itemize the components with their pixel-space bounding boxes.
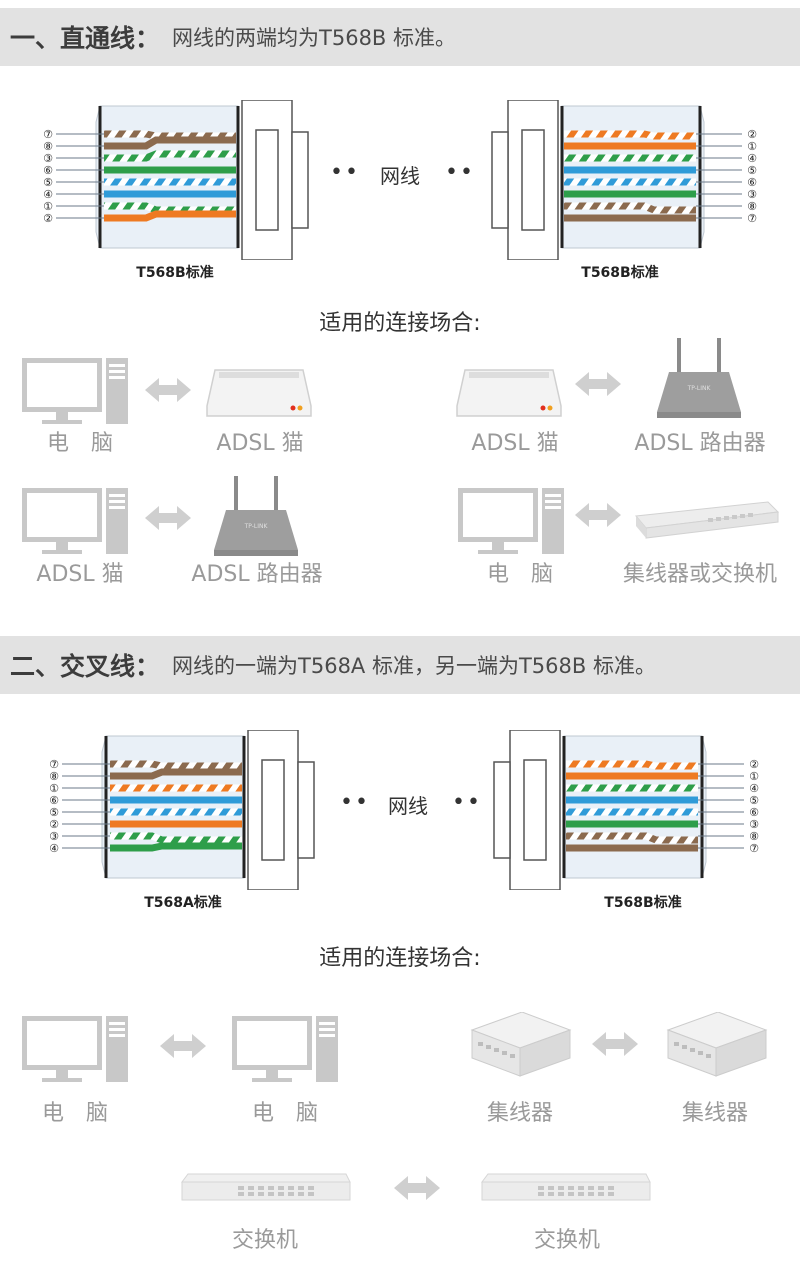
section2-cable-label: 网线 xyxy=(388,794,428,818)
connector-body xyxy=(493,730,707,890)
section1-left-connector: ⑦ ⑧ ③ ⑥ ⑤ ④ ① ② xyxy=(43,100,309,260)
hub-icon xyxy=(471,1012,571,1077)
device-label: ADSL 路由器 xyxy=(191,562,323,587)
switch-icon xyxy=(481,1173,651,1201)
pin-label: ② xyxy=(49,818,59,831)
computer-icon xyxy=(22,358,128,424)
double-arrow-icon xyxy=(394,1176,440,1200)
pin-label: ⑧ xyxy=(49,770,59,783)
device-label: 电 脑 xyxy=(46,431,113,456)
pin-label: ③ xyxy=(747,188,757,201)
section2-left-connector: ⑦ ⑧ ① ⑥ ⑤ ② ③ ④ xyxy=(49,730,315,890)
pin-label: ① xyxy=(43,200,53,213)
device-label: 电 脑 xyxy=(486,562,553,587)
pin-label: ② xyxy=(747,128,757,141)
section1-right-connector-label: T568B标准 xyxy=(581,265,659,281)
section1-description: 网线的两端均为T568B 标准。 xyxy=(172,26,457,50)
section2-header: 二、交叉线： 网线的一端为T568A 标准，另一端为T568B 标准。 xyxy=(0,636,800,694)
section2-left-connector-label: T568A标准 xyxy=(144,895,222,911)
section1-usage-title: 适用的连接场合: xyxy=(319,311,481,336)
pin-label: ⑦ xyxy=(49,758,59,771)
computer-icon xyxy=(232,1016,338,1082)
pin-label: ⑧ xyxy=(747,200,757,213)
switch-icon xyxy=(635,501,779,539)
section1-left-connector-label: T568B标准 xyxy=(136,265,214,281)
pin-label: ③ xyxy=(43,152,53,165)
wires xyxy=(566,760,698,852)
pin-label: ② xyxy=(749,758,759,771)
section1-right-connector: ② ① ④ ⑤ ⑥ ③ ⑧ ⑦ xyxy=(491,100,757,260)
wires xyxy=(104,130,236,222)
adsl-router-icon xyxy=(657,338,741,418)
dots-icon: •• xyxy=(445,160,475,185)
pin-label: ⑥ xyxy=(749,806,759,819)
section2-description: 网线的一端为T568A 标准，另一端为T568B 标准。 xyxy=(172,654,656,678)
device-label: 集线器 xyxy=(486,1101,553,1126)
device-label: ADSL 猫 xyxy=(36,562,124,587)
device-label: 交换机 xyxy=(231,1228,298,1253)
pin-lines xyxy=(696,133,742,219)
double-arrow-icon xyxy=(145,506,191,530)
pin-label: ① xyxy=(49,782,59,795)
section1-header: 一、直通线： 网线的两端均为T568B 标准。 xyxy=(0,8,800,66)
dots-icon: •• xyxy=(452,790,482,815)
pin-label: ③ xyxy=(49,830,59,843)
pin-label: ⑥ xyxy=(747,176,757,189)
section1-number: 一、直通线： xyxy=(10,24,161,53)
section2-right-connector: ② ① ④ ⑤ ⑥ ③ ⑧ ⑦ xyxy=(493,730,759,890)
pin-label: ② xyxy=(43,212,53,225)
pin-label: ③ xyxy=(749,818,759,831)
pin-label: ⑥ xyxy=(43,164,53,177)
double-arrow-icon xyxy=(592,1032,638,1056)
pin-lines xyxy=(62,763,110,849)
pin-label: ⑥ xyxy=(49,794,59,807)
device-label: 集线器或交换机 xyxy=(622,562,777,587)
pin-label: ⑦ xyxy=(747,212,757,225)
device-label: ADSL 猫 xyxy=(471,431,559,456)
double-arrow-icon xyxy=(575,372,621,396)
pin-label: ⑧ xyxy=(749,830,759,843)
pin-label: ④ xyxy=(43,188,53,201)
device-label: ADSL 猫 xyxy=(216,431,304,456)
dots-icon: •• xyxy=(340,790,370,815)
hub-icon xyxy=(667,1012,767,1077)
device-label: 交换机 xyxy=(533,1228,600,1253)
computer-icon xyxy=(458,488,564,554)
device-label: 电 脑 xyxy=(251,1101,318,1126)
pin-label: ⑤ xyxy=(749,794,759,807)
section2-right-connector-label: T568B标准 xyxy=(604,895,682,911)
device-label: ADSL 路由器 xyxy=(634,431,766,456)
dots-icon: •• xyxy=(330,160,360,185)
adsl-modem-icon xyxy=(456,369,562,417)
pin-lines xyxy=(56,133,104,219)
switch-icon xyxy=(181,1173,351,1201)
wires xyxy=(110,760,242,852)
pin-label: ⑤ xyxy=(49,806,59,819)
pin-label: ⑤ xyxy=(43,176,53,189)
pin-label: ⑦ xyxy=(43,128,53,141)
section2-number: 二、交叉线： xyxy=(10,652,161,681)
computer-icon xyxy=(22,1016,128,1082)
section2-usage-title: 适用的连接场合: xyxy=(319,946,481,971)
double-arrow-icon xyxy=(160,1034,206,1058)
section1-cable-label: 网线 xyxy=(380,164,420,188)
pin-label: ④ xyxy=(49,842,59,855)
wires xyxy=(564,130,696,222)
pin-label: ④ xyxy=(749,782,759,795)
device-label: 集线器 xyxy=(681,1101,748,1126)
double-arrow-icon xyxy=(575,503,621,527)
pin-label: ⑤ xyxy=(747,164,757,177)
pin-label: ⑧ xyxy=(43,140,53,153)
connector-body xyxy=(491,100,705,260)
adsl-router-icon xyxy=(214,476,298,556)
computer-icon xyxy=(22,488,128,554)
pin-lines xyxy=(698,763,744,849)
pin-label: ① xyxy=(747,140,757,153)
pin-label: ⑦ xyxy=(749,842,759,855)
pin-label: ① xyxy=(749,770,759,783)
pin-label: ④ xyxy=(747,152,757,165)
device-label: 电 脑 xyxy=(41,1101,108,1126)
adsl-modem-icon xyxy=(206,369,312,417)
double-arrow-icon xyxy=(145,378,191,402)
